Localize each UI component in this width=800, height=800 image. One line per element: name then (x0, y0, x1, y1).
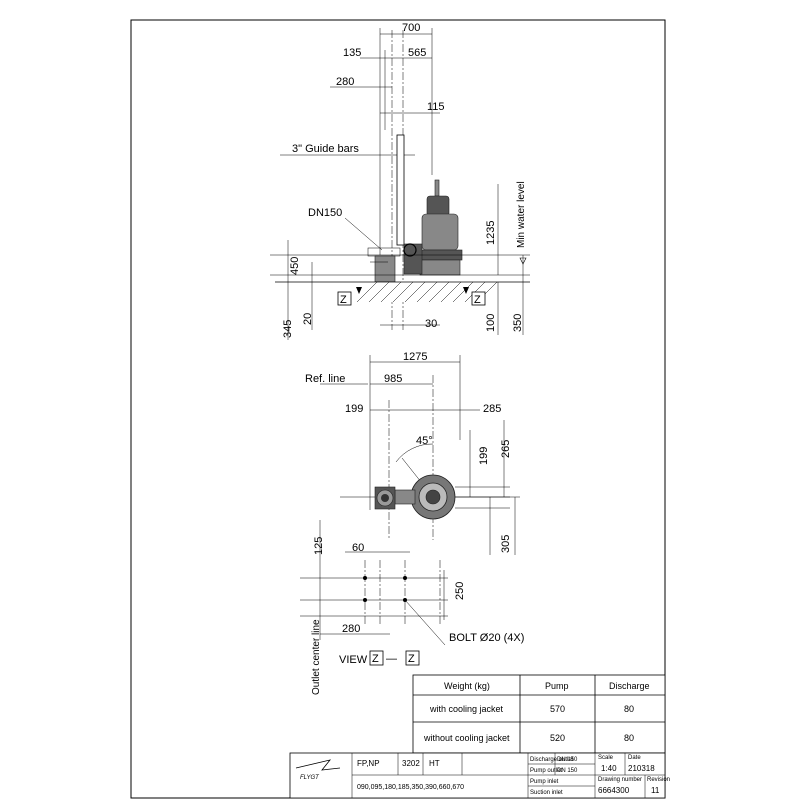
scale-label: Scale (598, 755, 614, 761)
dim-285: 285 (483, 403, 501, 415)
row-pump-value: 570 (550, 704, 565, 714)
plan-view: 1275 Ref. line 985 199 285 45° 199 265 3… (305, 351, 520, 555)
dim-125: 125 (313, 537, 325, 555)
row-label: without cooling jacket (423, 733, 510, 743)
dim-199-left: 199 (345, 403, 363, 415)
guide-bars-label: 3" Guide bars (292, 143, 359, 155)
elevation-view: 700 135 565 280 115 3" Guide bars (270, 22, 530, 340)
dim-700: 700 (402, 22, 420, 34)
dim-565: 565 (408, 47, 426, 59)
row-discharge-value: 80 (624, 704, 634, 714)
dim-280-top: 280 (336, 76, 354, 88)
discharge-header: Discharge (609, 681, 650, 691)
pump-header: Pump (545, 681, 569, 691)
weight-header: Weight (kg) (444, 681, 490, 691)
discharge-outlet-value: DN 150 (557, 757, 578, 763)
view-label: VIEW (339, 654, 368, 666)
pump-type: FP,NP (357, 759, 380, 768)
dn150-label: DN150 (308, 207, 342, 219)
revision-label: Revision (647, 777, 670, 783)
pump-plan (374, 474, 456, 520)
dim-135: 135 (343, 47, 361, 59)
pump-outlet-label: Pump outlet (530, 768, 562, 774)
dim-30: 30 (425, 318, 437, 330)
pump-inlet-label: Pump inlet (530, 779, 559, 785)
pump-elevation (403, 179, 463, 276)
angle-45: 45° (416, 435, 433, 447)
discharge-outlet-label: Discharge outlet (530, 757, 574, 763)
dim-305: 305 (500, 535, 512, 553)
pump-outlet-value: DN 150 (557, 768, 578, 774)
revision-value: 11 (651, 786, 660, 795)
z-marker-left: Z (340, 294, 347, 306)
drawing-number-label: Drawing number (598, 777, 642, 783)
company-logo: FLYGT (300, 775, 320, 781)
row-pump-value: 520 (550, 733, 565, 743)
scale-value: 1:40 (601, 764, 617, 773)
view-z: 125 60 250 280 BOLT Ø20 (4X) Outlet cent… (300, 520, 524, 695)
dim-350: 350 (512, 314, 524, 332)
dim-265: 265 (500, 440, 512, 458)
dim-199-right: 199 (478, 447, 490, 465)
title-block: FLYGT FP,NP 3202 HT 090,095,180,185,350,… (289, 752, 670, 799)
dim-985: 985 (384, 373, 402, 385)
dim-1275: 1275 (403, 351, 427, 363)
dim-20: 20 (302, 313, 314, 325)
dim-345: 345 (282, 320, 294, 338)
z-marker-right: Z (474, 294, 481, 306)
suction-inlet-label: Suction inlet (530, 790, 563, 796)
row-discharge-value: 80 (624, 733, 634, 743)
weight-table: Weight (kg) Pump Discharge with cooling … (412, 674, 666, 754)
discharge-connection: DN150 (308, 207, 401, 283)
dim-1235: 1235 (485, 221, 497, 245)
dim-450: 450 (289, 257, 301, 275)
row-label: with cooling jacket (429, 704, 504, 714)
min-water-level-label: Min water level (516, 181, 527, 248)
guide-bar (396, 134, 405, 246)
dim-100: 100 (485, 314, 497, 332)
bolt-label: BOLT Ø20 (4X) (449, 632, 524, 644)
date-label: Date (628, 755, 641, 761)
view-sep: — (386, 653, 397, 665)
dim-60: 60 (352, 542, 364, 554)
dim-250: 250 (454, 582, 466, 600)
pump-variant: HT (429, 759, 440, 768)
dim-115: 115 (427, 101, 445, 113)
pump-model: 3202 (402, 759, 420, 768)
curve-numbers: 090,095,180,185,350,390,660,670 (357, 784, 464, 791)
drawing-number-value: 6664300 (598, 786, 630, 795)
view-z2: Z (408, 653, 415, 665)
ref-line-label: Ref. line (305, 373, 345, 385)
outlet-center-line-label: Outlet center line (311, 619, 322, 695)
dim-280-view: 280 (342, 623, 360, 635)
date-value: 210318 (628, 764, 655, 773)
view-z1: Z (372, 653, 379, 665)
